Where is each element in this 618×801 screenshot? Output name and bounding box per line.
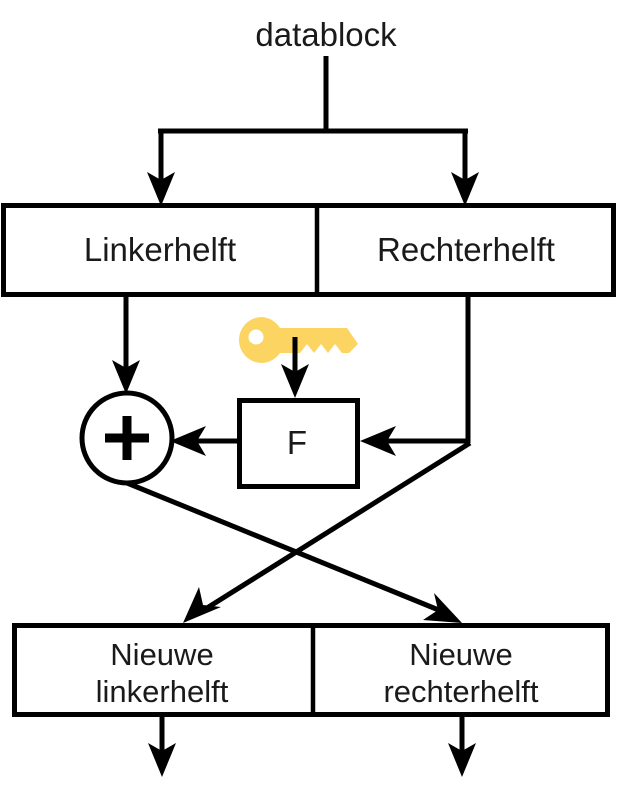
- rechterhelft-label: Rechterhelft: [377, 231, 555, 268]
- nieuwe-rechterhelft-label-line1: Nieuwe: [409, 637, 512, 672]
- key-hole: [248, 329, 264, 345]
- key-icon: [239, 317, 358, 363]
- split-left-arrowhead: [147, 172, 175, 206]
- top-halves-box: [1, 203, 616, 297]
- function-box-label: F: [287, 424, 307, 461]
- function-box: [237, 398, 360, 489]
- nieuwe-rechterhelft-label-line2: rechterhelft: [383, 674, 538, 709]
- new-right-arrowhead: [423, 593, 462, 623]
- new-left-output-arrowhead: [148, 743, 176, 777]
- right-half-to-new-left-wire: [197, 440, 472, 616]
- linkerhelft-label: Linkerhelft: [84, 231, 236, 268]
- new-right-output-arrowhead: [448, 743, 476, 777]
- nieuwe-linkerhelft-label-line2: linkerhelft: [96, 674, 229, 709]
- new-left-arrowhead: [183, 587, 221, 623]
- nieuwe-linkerhelft-label-line1: Nieuwe: [110, 637, 213, 672]
- left-half-to-xor-arrowhead: [112, 360, 140, 394]
- datablock-label: datablock: [255, 16, 397, 53]
- split-right-arrowhead: [451, 172, 479, 206]
- f-input-arrowhead: [360, 426, 396, 456]
- xor-to-new-right-wire: [126, 480, 447, 616]
- key-to-f-arrowhead: [281, 364, 309, 398]
- xor-input-arrowhead: [170, 426, 206, 456]
